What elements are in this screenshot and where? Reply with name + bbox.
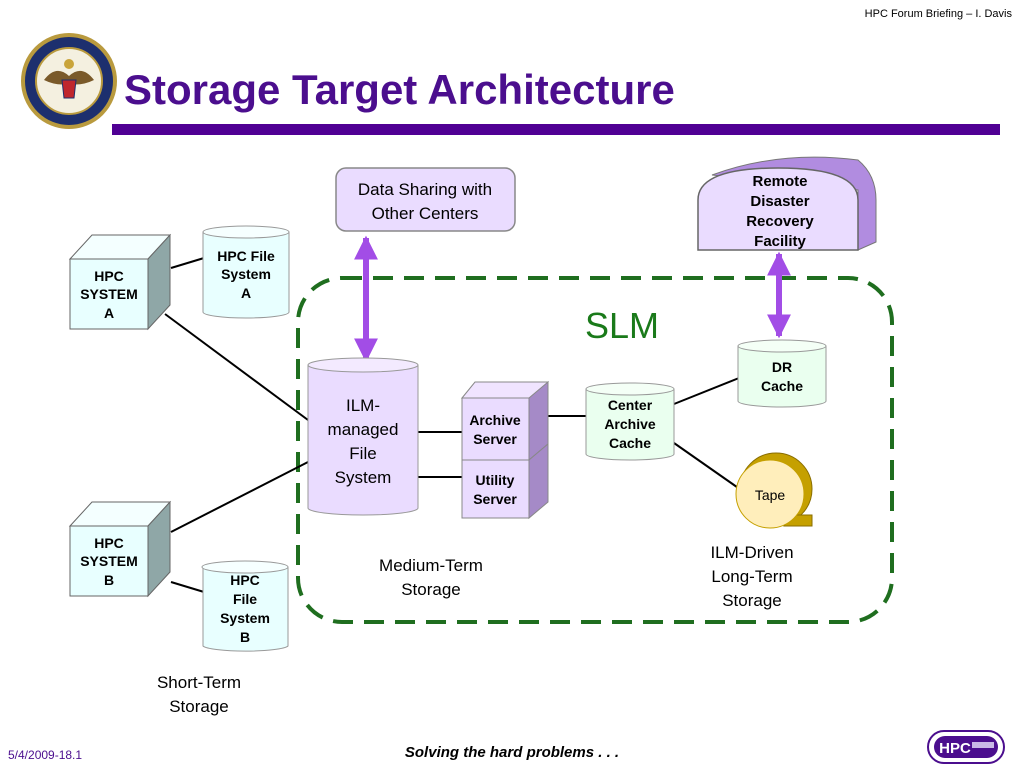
center-archive-cache: Center Archive Cache <box>585 382 675 461</box>
long-term-caption: ILM-Driven Long-Term Storage <box>710 543 793 610</box>
svg-text:Other Centers: Other Centers <box>372 204 479 223</box>
slm-boundary <box>296 276 894 624</box>
connector-lines <box>164 257 745 593</box>
svg-text:HPC File: HPC File <box>217 248 275 264</box>
svg-text:B: B <box>104 572 114 588</box>
svg-text:Storage: Storage <box>401 580 461 599</box>
utility-server: Utility Server <box>461 442 549 520</box>
archive-server: Archive Server <box>460 380 550 462</box>
svg-text:Utility: Utility <box>476 472 515 488</box>
svg-text:HPC: HPC <box>230 572 260 588</box>
svg-text:Long-Term: Long-Term <box>711 567 792 586</box>
tape-icon: Tape <box>735 452 813 529</box>
svg-text:Remote: Remote <box>752 173 807 190</box>
header-note: HPC Forum Briefing – I. Davis <box>864 8 1012 20</box>
svg-text:A: A <box>104 305 114 321</box>
svg-text:SYSTEM: SYSTEM <box>80 286 138 302</box>
svg-text:Cache: Cache <box>609 435 651 451</box>
short-term-caption: Short-Term Storage <box>157 673 241 716</box>
hpc-system-a: HPC SYSTEM A <box>68 233 172 331</box>
svg-text:Archive: Archive <box>604 416 656 432</box>
svg-text:HPC: HPC <box>94 535 124 551</box>
svg-text:ILM-: ILM- <box>346 396 380 415</box>
slm-label: SLM <box>585 305 659 346</box>
svg-text:Recovery: Recovery <box>746 213 814 230</box>
svg-text:Tape: Tape <box>755 487 786 503</box>
remote-dr-facility: Remote Disaster Recovery Facility <box>697 156 877 251</box>
svg-text:Medium-Term: Medium-Term <box>379 556 483 575</box>
svg-text:System: System <box>335 468 392 487</box>
svg-text:Data Sharing with: Data Sharing with <box>358 180 492 199</box>
svg-text:Center: Center <box>608 397 653 413</box>
dr-cache: DR Cache <box>737 339 827 408</box>
svg-text:HPC: HPC <box>939 740 971 757</box>
svg-text:ILM-Driven: ILM-Driven <box>710 543 793 562</box>
title-rule <box>112 124 1000 135</box>
svg-text:Storage: Storage <box>169 697 229 716</box>
svg-text:Facility: Facility <box>754 233 806 250</box>
svg-text:File: File <box>349 444 376 463</box>
svg-text:Storage: Storage <box>722 591 782 610</box>
svg-text:File: File <box>233 591 257 607</box>
page-title: Storage Target Architecture <box>124 66 675 113</box>
svg-text:DR: DR <box>772 359 792 375</box>
dod-seal-logo <box>21 33 117 129</box>
svg-text:Server: Server <box>473 491 517 507</box>
svg-text:B: B <box>240 629 250 645</box>
footer-date: 5/4/2009-18.1 <box>8 748 83 762</box>
svg-text:Server: Server <box>473 431 517 447</box>
svg-text:HPC: HPC <box>94 268 124 284</box>
svg-text:SYSTEM: SYSTEM <box>80 553 138 569</box>
svg-text:System: System <box>221 266 271 282</box>
svg-text:Short-Term: Short-Term <box>157 673 241 692</box>
svg-text:Disaster: Disaster <box>750 193 809 210</box>
svg-text:Archive: Archive <box>469 412 521 428</box>
svg-text:managed: managed <box>328 420 399 439</box>
hpc-logo: HPC <box>927 730 1005 764</box>
hpc-file-system-b: HPC File System B <box>201 560 289 652</box>
svg-text:Cache: Cache <box>761 378 803 394</box>
hpc-file-system-a: HPC File System A <box>202 225 290 319</box>
data-sharing-box: Data Sharing with Other Centers <box>335 167 516 232</box>
svg-text:A: A <box>241 285 251 301</box>
footer-tagline: Solving the hard problems . . . <box>404 744 620 761</box>
svg-text:System: System <box>220 610 270 626</box>
medium-term-caption: Medium-Term Storage <box>379 556 483 599</box>
ilm-managed-file-system: ILM- managed File System <box>307 357 419 516</box>
hpc-system-b: HPC SYSTEM B <box>68 500 172 598</box>
